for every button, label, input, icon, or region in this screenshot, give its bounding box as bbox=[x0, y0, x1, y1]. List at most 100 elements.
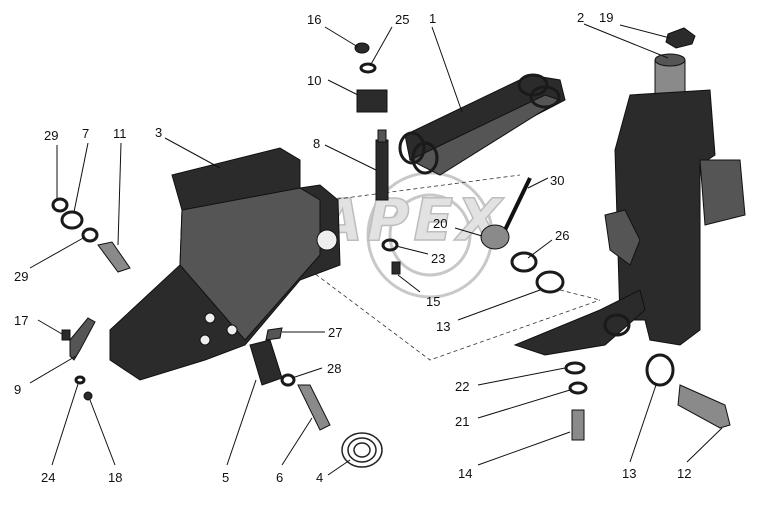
part-plate-9 bbox=[69, 317, 96, 361]
leader-9 bbox=[29, 355, 77, 384]
leader-1 bbox=[431, 26, 463, 113]
callout-11: 11 bbox=[113, 126, 127, 141]
callout-8: 8 bbox=[313, 136, 320, 151]
callout-12: 12 bbox=[677, 466, 691, 481]
part-pin-12 bbox=[677, 384, 731, 429]
leader-29b bbox=[29, 236, 86, 269]
callout-30: 30 bbox=[550, 173, 564, 188]
leader-17 bbox=[89, 399, 116, 466]
callout-25: 25 bbox=[395, 12, 409, 27]
leader-18 bbox=[324, 26, 359, 48]
leader-30 bbox=[527, 177, 549, 189]
callout-24: 24 bbox=[41, 470, 55, 485]
part-lever-arm bbox=[398, 73, 566, 176]
part-lower-lever bbox=[513, 289, 646, 356]
part-bolt-30 bbox=[503, 177, 532, 231]
callout-23: 23 bbox=[431, 251, 445, 266]
part-ring-13a bbox=[535, 270, 565, 294]
leader-13a bbox=[457, 289, 541, 321]
part-washer-24 bbox=[74, 375, 86, 385]
part-bushing-top bbox=[356, 89, 388, 113]
callout-10: 10 bbox=[307, 73, 321, 88]
part-ring-7 bbox=[60, 210, 84, 230]
callout-27: 27 bbox=[328, 325, 342, 340]
callout-29a: 29 bbox=[44, 128, 58, 143]
part-washer-21 bbox=[568, 381, 588, 395]
assembly-guides bbox=[309, 174, 601, 361]
part-cap bbox=[665, 27, 696, 49]
guide-line-lower bbox=[309, 269, 601, 361]
part-ring-28 bbox=[280, 373, 296, 387]
part-bushing-20 bbox=[480, 224, 510, 250]
callout-3: 3 bbox=[155, 125, 162, 140]
part-shaft-tip bbox=[377, 129, 387, 143]
part-bolt-14 bbox=[571, 409, 585, 441]
leader-13b bbox=[629, 384, 657, 463]
part-bracket bbox=[109, 147, 341, 381]
leader-2 bbox=[583, 23, 669, 59]
callout-19: 19 bbox=[599, 10, 613, 25]
callout-6: 6 bbox=[276, 470, 283, 485]
leader-24 bbox=[51, 383, 79, 466]
leader-14 bbox=[477, 431, 571, 466]
leader-15 bbox=[397, 274, 421, 293]
leader-10 bbox=[327, 79, 359, 96]
part-bolt-16 bbox=[61, 329, 71, 341]
callout-13a: 13 bbox=[436, 319, 450, 334]
leader-6 bbox=[281, 417, 313, 466]
leader-8 bbox=[324, 144, 377, 171]
part-bushing-5 bbox=[249, 339, 283, 386]
watermark-text: APEX bbox=[314, 186, 506, 254]
callout-5: 5 bbox=[222, 470, 229, 485]
part-ring-29b bbox=[81, 227, 99, 243]
callout-22: 22 bbox=[455, 379, 469, 394]
callout-18: 16 bbox=[307, 12, 321, 27]
callout-17: 18 bbox=[108, 470, 122, 485]
part-column-housing bbox=[604, 53, 746, 346]
part-shaft bbox=[375, 139, 389, 201]
callout-21: 21 bbox=[455, 414, 469, 429]
part-washer-22 bbox=[564, 361, 586, 375]
callout-2: 2 bbox=[577, 10, 584, 25]
callout-26: 26 bbox=[555, 228, 569, 243]
part-bolt-15 bbox=[391, 261, 401, 275]
part-nut-17 bbox=[83, 391, 93, 401]
part-key-27 bbox=[265, 327, 283, 341]
watermark: APEX bbox=[313, 171, 506, 299]
part-pin-6 bbox=[297, 384, 331, 431]
leader-23 bbox=[395, 245, 429, 255]
part-pin-11 bbox=[97, 241, 131, 273]
leader-21 bbox=[477, 389, 571, 419]
part-spring-4 bbox=[341, 432, 383, 468]
callout-14: 14 bbox=[458, 466, 472, 481]
callout-29b: 29 bbox=[14, 269, 28, 284]
leader-19 bbox=[619, 24, 671, 39]
leader-22 bbox=[477, 367, 566, 386]
watermark-gear-inner bbox=[388, 193, 472, 277]
callout-15: 15 bbox=[426, 294, 440, 309]
guide-line-upper bbox=[329, 174, 521, 201]
part-ring-13b bbox=[645, 353, 675, 387]
callouts: 16 25 1 2 19 10 29 7 11 3 8 30 2 bbox=[14, 10, 723, 485]
leader-16 bbox=[37, 319, 63, 335]
guide-line-right bbox=[559, 289, 601, 301]
callout-13b: 13 bbox=[622, 466, 636, 481]
callout-7: 7 bbox=[82, 126, 89, 141]
leader-3 bbox=[164, 137, 221, 169]
leader-25 bbox=[369, 26, 393, 67]
part-ring-26 bbox=[510, 251, 538, 273]
leader-28 bbox=[291, 367, 323, 379]
callout-1: 1 bbox=[429, 11, 436, 26]
callout-9: 9 bbox=[14, 382, 21, 397]
leader-4 bbox=[327, 459, 351, 476]
leader-26 bbox=[527, 239, 553, 259]
leader-12 bbox=[686, 427, 723, 463]
callout-4: 4 bbox=[316, 470, 323, 485]
leader-7 bbox=[73, 142, 89, 213]
callout-20: 20 bbox=[433, 216, 447, 231]
part-washer-23 bbox=[381, 238, 399, 252]
leader-20 bbox=[454, 227, 483, 237]
leader-5 bbox=[226, 379, 257, 466]
part-washer-25 bbox=[359, 62, 377, 74]
